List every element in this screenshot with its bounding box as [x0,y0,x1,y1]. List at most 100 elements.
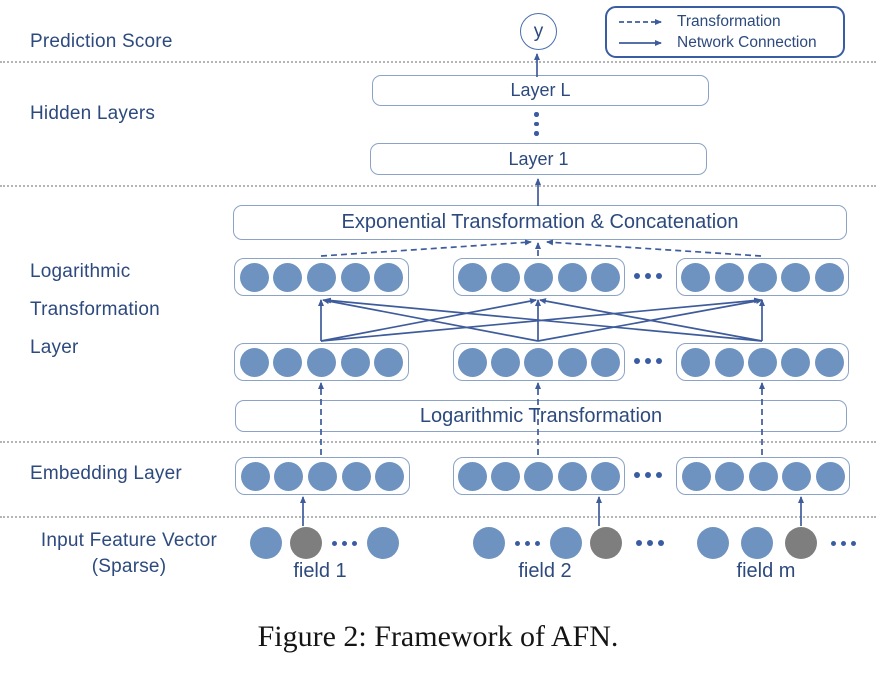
neuron-circle [341,461,371,491]
solid-arrow-icon [619,39,662,46]
neuron-circle [458,347,488,377]
input-field-m [697,527,858,559]
vertical-ellipsis-icon [534,112,539,136]
field-1-label: field 1 [293,560,347,582]
neuron-circle [814,347,844,377]
neuron-circle [375,461,405,491]
neuron-circle [590,262,620,292]
neuron-circle [714,347,744,377]
neuron-circle [240,461,270,491]
neuron-circle [374,347,404,377]
embedding-group-3 [676,457,850,495]
neuron-circle [273,262,303,292]
label-log-layer-line3: Layer [30,337,79,358]
neuron-circle [306,347,336,377]
neuron-circle [273,347,303,377]
input-circle [367,527,399,559]
neuron-circle [557,461,587,491]
neuron-circle [590,347,620,377]
separator-line [0,185,876,187]
neuron-circle [524,461,554,491]
neuron-circle [491,461,521,491]
layer-L-label: Layer L [510,80,571,100]
neuron-circle [374,262,404,292]
label-prediction-score: Prediction Score [30,31,173,52]
neuron-circle [781,262,811,292]
neuron-circle [340,347,370,377]
exponential-transformation-box: Exponential Transformation & Concatenati… [233,205,847,240]
active-input-circle [590,527,622,559]
layer-1-box: Layer 1 [370,143,707,175]
neuron-circle [491,262,521,292]
neuron-circle [782,461,811,491]
input-circle [550,527,582,559]
input-circle [473,527,505,559]
neuron-circle [747,262,777,292]
log-output-group-1 [234,258,409,296]
log-input-group-1 [234,343,409,381]
field-2-label: field 2 [518,560,572,582]
neuron-circle [524,347,554,377]
neuron-circle [557,347,587,377]
output-node-label: y [533,20,544,42]
logarithmic-transformation-box: Logarithmic Transformation [235,400,847,432]
horizontal-ellipsis-icon [634,540,666,546]
horizontal-ellipsis-icon [330,540,359,546]
label-input-sparse: (Sparse) [91,556,167,577]
separator-line [0,516,876,518]
active-input-circle [290,527,322,559]
neuron-circle [274,461,304,491]
neuron-circle [748,461,778,491]
legend-box: Transformation Network Connection [605,6,845,58]
horizontal-ellipsis-icon [632,472,664,478]
separator-line [0,61,876,63]
embedding-group-2 [453,457,625,495]
input-field-1 [250,527,399,559]
layer-L-box: Layer L [372,75,709,106]
input-circle [741,527,773,559]
neuron-circle [307,461,337,491]
legend-row-transformation: Transformation [617,13,833,31]
output-node-y: y [520,13,557,50]
neuron-circle [681,347,711,377]
figure-caption: Figure 2: Framework of AFN. [257,620,619,653]
label-log-layer-line2: Transformation [30,299,160,320]
legend-label-network-connection: Network Connection [677,33,817,51]
logarithmic-transformation-label: Logarithmic Transformation [419,404,663,427]
neuron-circle [239,262,269,292]
neuron-circle [681,461,711,491]
neuron-circle [815,461,845,491]
input-circle [250,527,282,559]
label-input-feature-vector: Input Feature Vector [40,530,218,551]
neuron-circle [458,461,488,491]
log-output-group-3 [676,258,849,296]
legend-row-network-connection: Network Connection [617,34,833,52]
log-input-group-3 [676,343,849,381]
neuron-circle [524,262,554,292]
label-log-layer-line1: Logarithmic [30,261,131,282]
legend-label-transformation: Transformation [677,12,781,30]
neuron-circle [239,347,269,377]
embedding-group-1 [235,457,410,495]
horizontal-ellipsis-icon [829,540,858,546]
neuron-circle [340,262,370,292]
neuron-circle [458,262,488,292]
neuron-circle [491,347,521,377]
neuron-circle [781,347,811,377]
neuron-circle [557,262,587,292]
neuron-circle [814,262,844,292]
dashed-arrow-icon [619,18,662,25]
input-circle [697,527,729,559]
neuron-circle [306,262,336,292]
label-hidden-layers: Hidden Layers [30,103,156,124]
horizontal-ellipsis-icon [632,273,664,279]
label-embedding-layer: Embedding Layer [30,463,182,484]
neuron-circle [715,461,744,491]
exponential-transformation-label: Exponential Transformation & Concatenati… [341,211,739,233]
separator-line [0,441,876,443]
horizontal-ellipsis-icon [632,358,664,364]
neuron-circle [747,347,777,377]
neuron-circle [590,461,620,491]
horizontal-ellipsis-icon [513,540,542,546]
